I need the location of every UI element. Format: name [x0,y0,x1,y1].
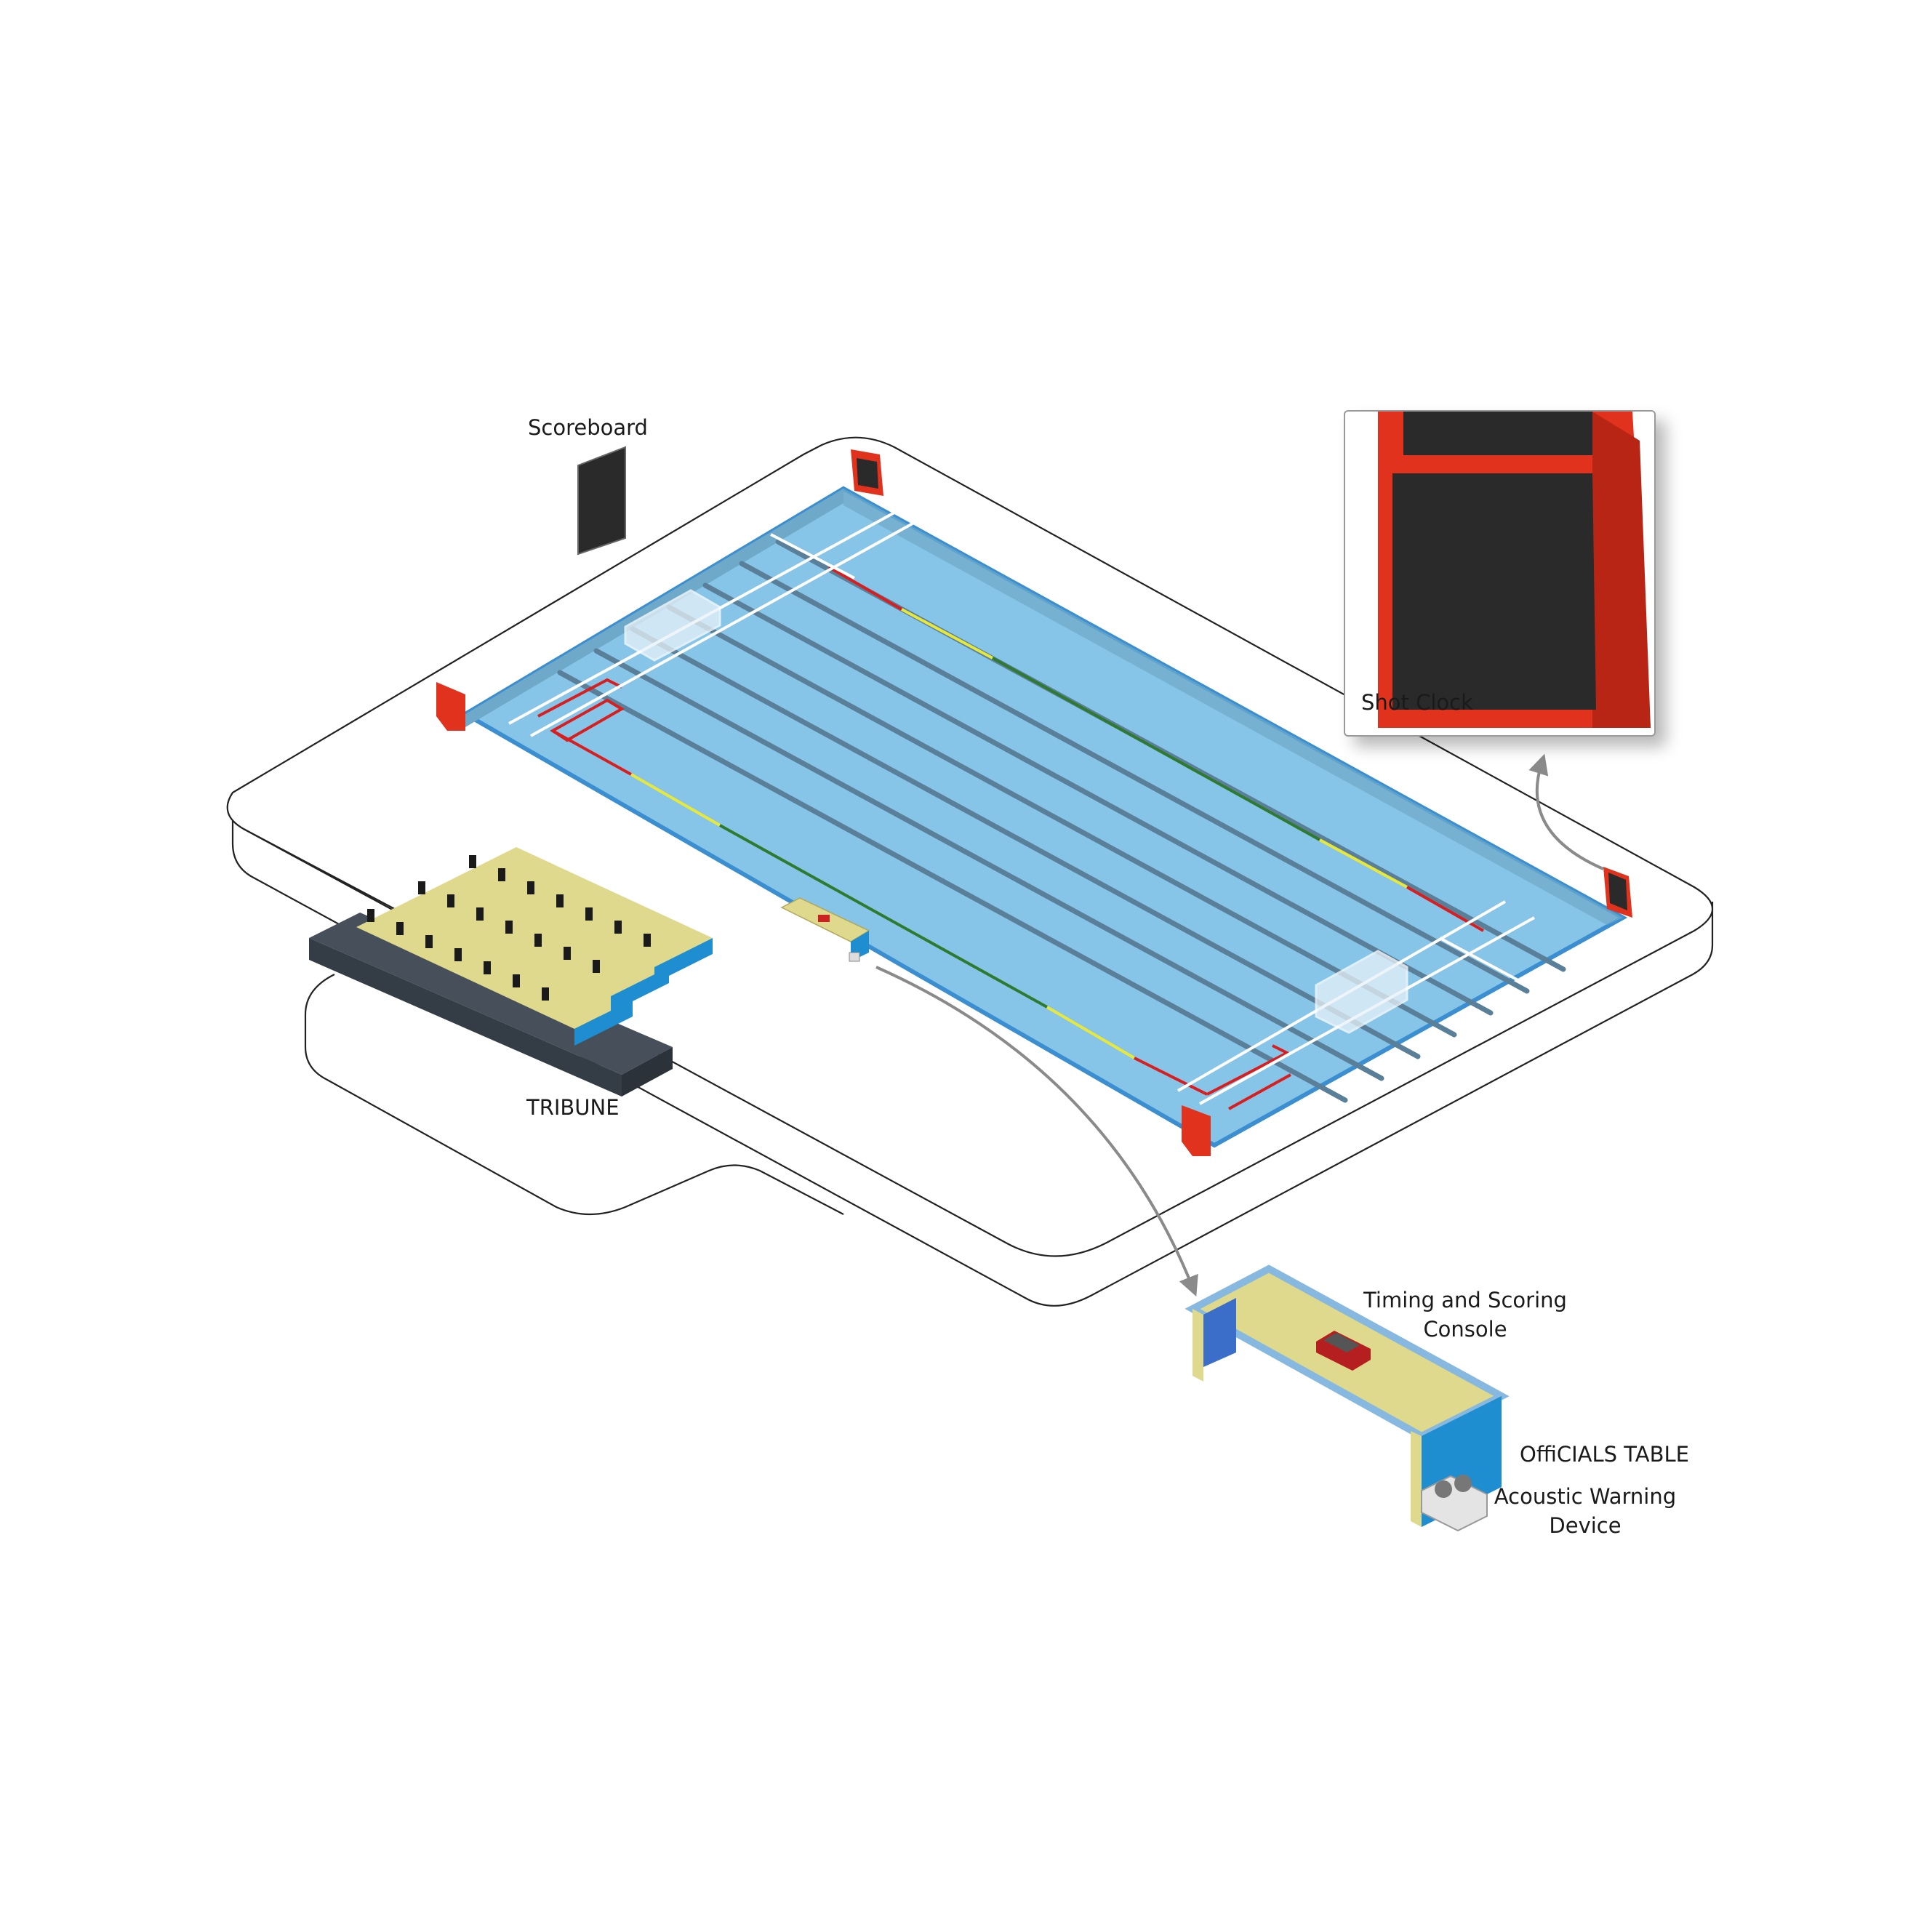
officials-table-label: OffiCIALS TABLE [1520,1442,1689,1467]
shot-clock-icon [436,682,465,731]
goal-area-right [1206,1044,1291,1110]
shot-clock-icon [851,449,883,496]
scoreboard-label: Scoreboard [528,415,648,440]
goal-area-left [537,678,625,742]
table-leg-right [1411,1431,1422,1527]
arrow-to-officials-table [875,966,1198,1296]
pool [461,486,1628,1148]
scoreboard-icon [577,446,626,556]
timing-console-label-line1: Timing and Scoring [1363,1288,1567,1312]
shot-clock-large-icon [1378,412,1651,728]
goal-left [624,589,721,662]
timing-console-label-line2: Console [1423,1317,1507,1342]
table-leg-left [1193,1309,1203,1382]
acoustic-device-label-line1: Acoustic Warning [1494,1484,1677,1509]
field-markings-far [827,566,1484,932]
tribune-label: TRIBUNE [526,1095,620,1120]
speaker-icon [1421,1475,1488,1532]
goal-right [1315,950,1408,1034]
shot-clock-label: Shot Clock [1361,690,1473,715]
tribune [309,847,713,1097]
pool-wall-far [465,489,843,727]
arrow-to-shot-clock [1528,753,1604,870]
shot-clock-inset: Shot Clock [1344,410,1656,737]
shot-clock-icon [1182,1105,1211,1156]
shot-clock-icon [1603,867,1632,918]
console-icon [1316,1331,1371,1371]
field-markings-near [552,729,1208,1096]
deck-tribune-lobe [304,974,844,1216]
officials-table-small [780,897,870,962]
acoustic-device-label-line2: Device [1549,1513,1622,1538]
pool-wall-right [843,489,1623,925]
